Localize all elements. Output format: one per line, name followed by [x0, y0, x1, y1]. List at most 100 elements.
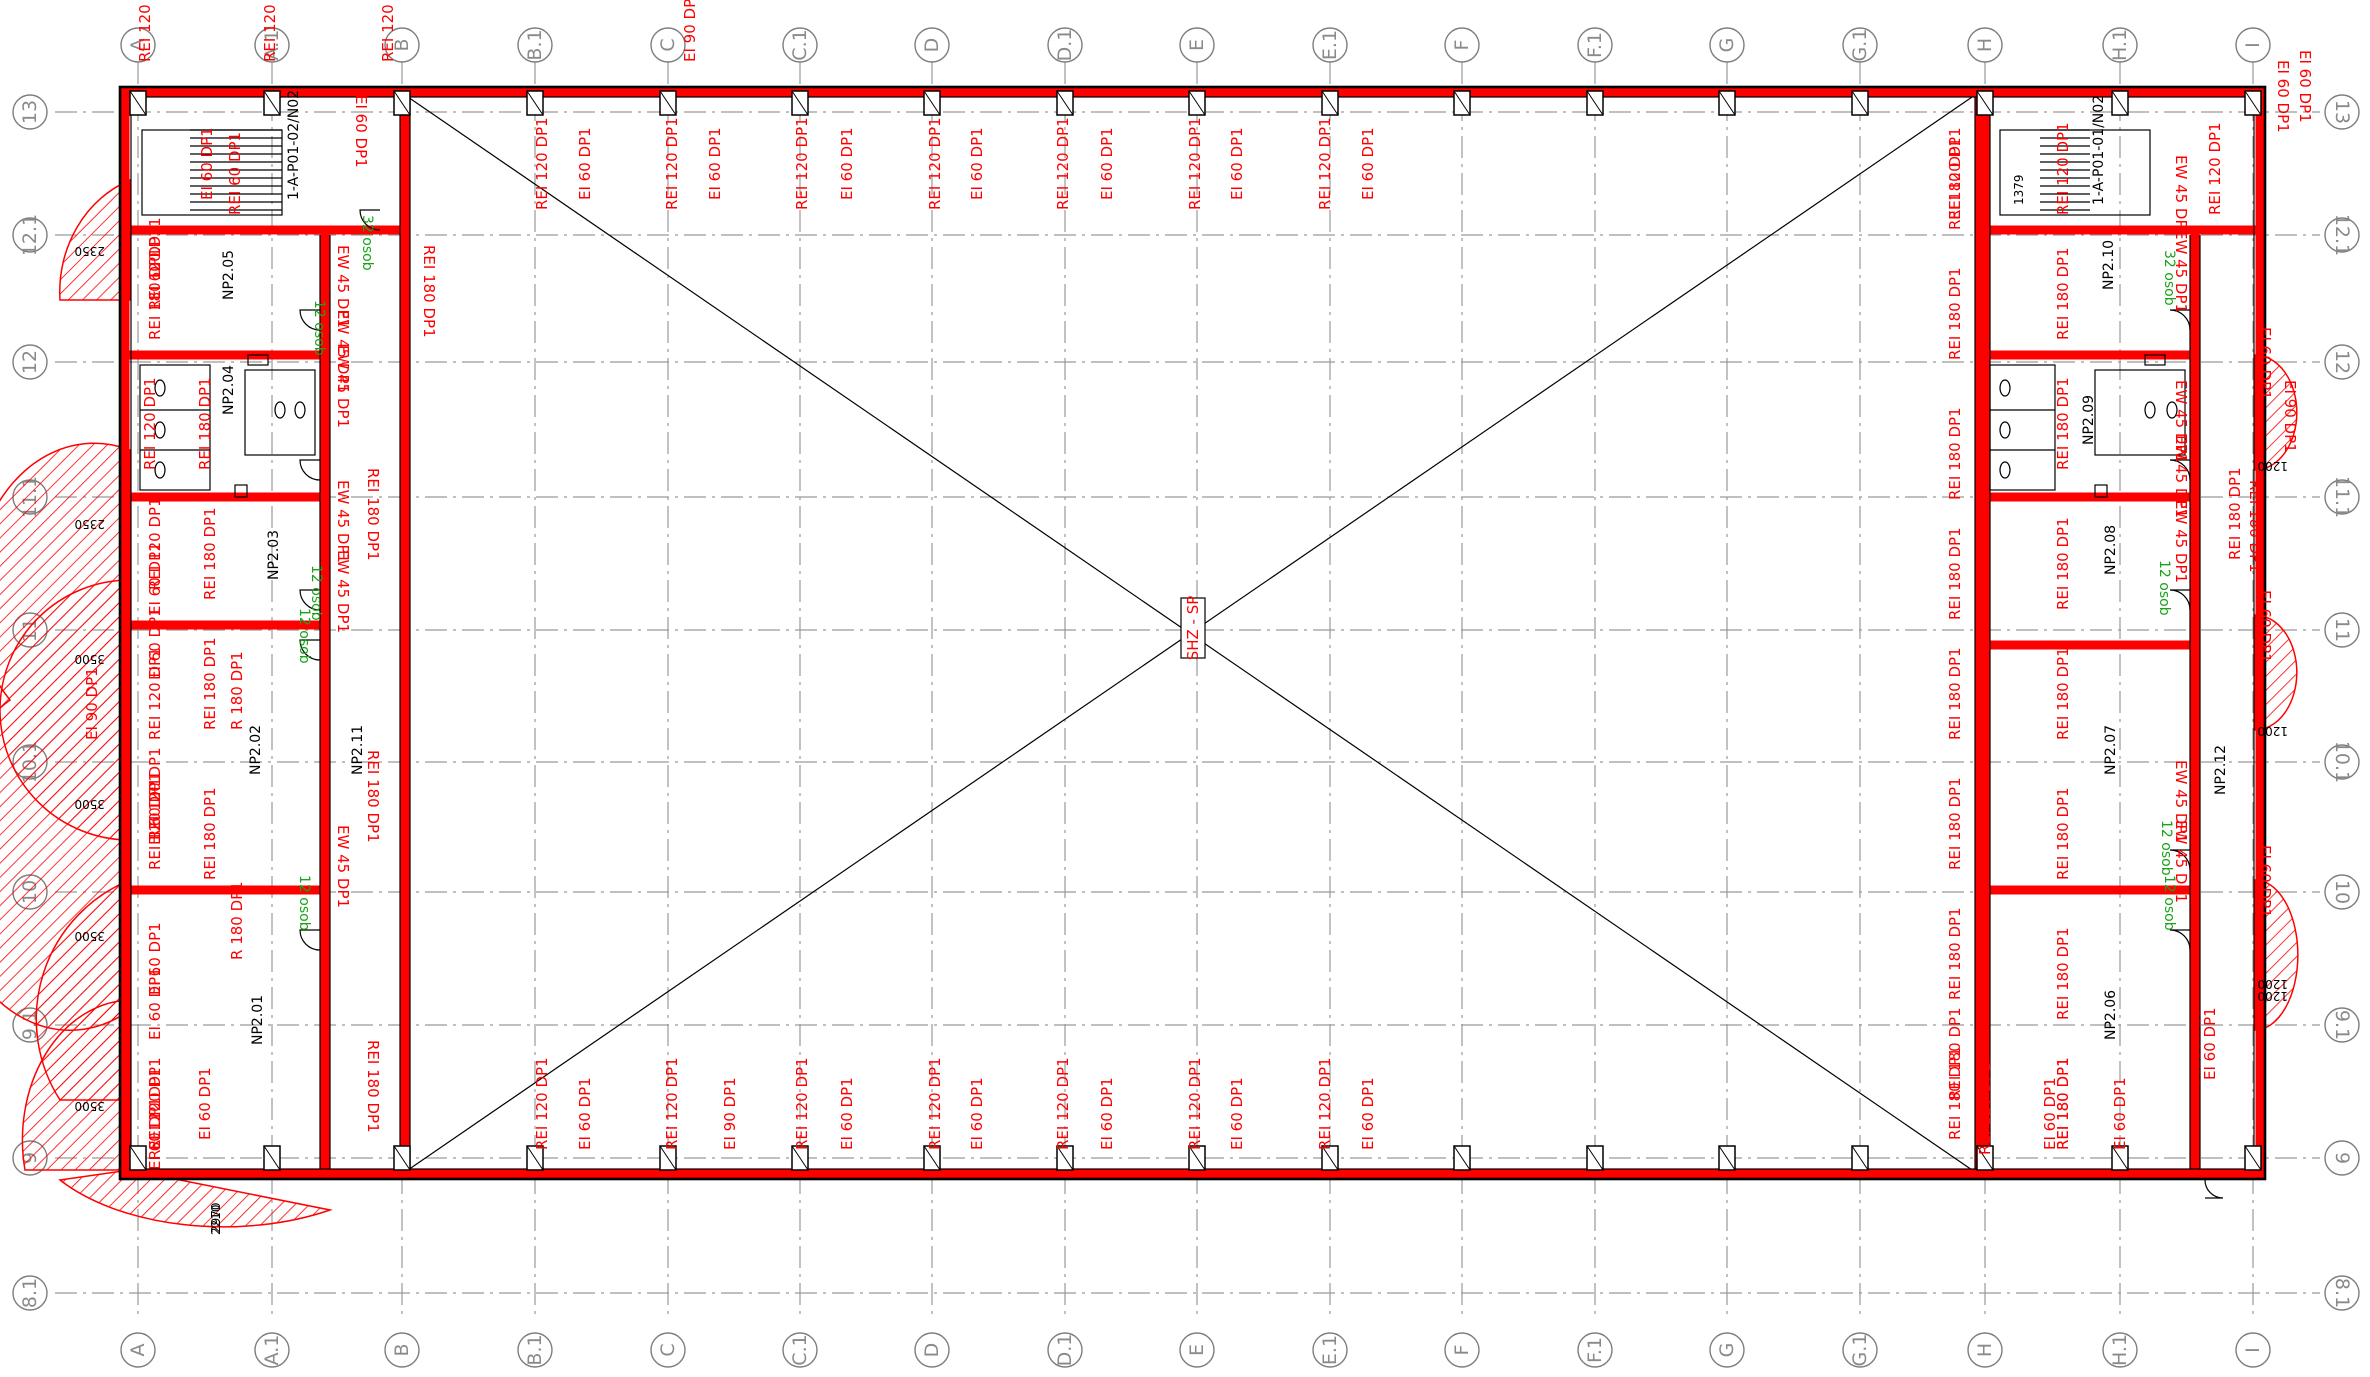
right-corridor-fire-label: EW 45 DP1: [2172, 230, 2190, 313]
hall-label-text: SHZ - SP: [1184, 596, 1202, 661]
grid-bubble-label: E.1: [1319, 30, 1341, 60]
grid-bubble-label: B.1: [524, 1334, 546, 1365]
grid-bubble-label: 12.1: [2331, 214, 2353, 256]
facade-fire-label: EI 60 DP1: [706, 127, 724, 200]
grid-bubble-label: 8.1: [19, 1278, 41, 1308]
grid-bubble: D.1: [1047, 27, 1083, 63]
corridor-fire-label: REI 180 DP1: [364, 750, 382, 843]
grid-bubble-label: 11.1: [2331, 476, 2353, 518]
right-outer-fire-label: EI 60 DP1: [2256, 590, 2274, 663]
column-mark: [791, 90, 809, 116]
left-wing-fire-label: REI 120 DP1: [146, 497, 164, 590]
right-wing-fire-label: REI 180 DP1: [2054, 377, 2072, 470]
right-corridor-fire-label: EW 45 DP1: [2172, 500, 2190, 583]
left-wing-fire-label: EI 90 DP1: [83, 667, 101, 740]
grid-bubble-label: G.1: [1849, 29, 1871, 62]
facade-fire-label: EI 60 DP1: [1098, 127, 1116, 200]
grid-bubble: 10.1: [2324, 741, 2360, 783]
grid-bubble: C.1: [782, 27, 818, 63]
left-wing-fire-label: REI 120 DP1: [146, 777, 164, 870]
occupancy-label: 12 osob: [296, 875, 312, 931]
column-mark: [1851, 1145, 1869, 1171]
right-wing-fire-label: REI 120 DP1: [1946, 127, 1964, 220]
grid-bubble-label: H.1: [2109, 1334, 2131, 1366]
grid-bubble-label: C: [657, 38, 679, 51]
grid-bubble: E: [1179, 27, 1215, 63]
column-mark: [791, 1145, 809, 1171]
grid-bubble-label: H: [1974, 1343, 1996, 1357]
bottom-fire-label: EI 60 DP1: [838, 1077, 856, 1150]
facade-fire-label: REI 120 DP1: [1054, 117, 1072, 210]
right-wing-fire-label: REI 180 DP1: [2054, 517, 2072, 610]
left-wing-fire-label: EI 60 DP1: [198, 127, 216, 200]
room-label: NP2.10: [2101, 240, 2117, 290]
dimension-label: 3500: [74, 1099, 105, 1113]
bottom-fire-label: REI 120 DP1: [663, 1057, 681, 1150]
right-wing-fire-label: EI 60 DP1: [2111, 1077, 2129, 1150]
column-mark: [1851, 90, 1869, 116]
grid-bubble-label: 11: [2331, 618, 2353, 642]
dimension-label: 3500: [74, 797, 105, 811]
grid-bubble-label: 10: [2331, 880, 2353, 904]
top-fire-label: REI 120 DP1: [261, 0, 279, 62]
column-mark: [526, 1145, 544, 1171]
room-label: NP2.03: [266, 530, 282, 580]
right-wing-fire-label: REI 180 DP1: [2054, 247, 2072, 340]
room-label: NP2.08: [2103, 525, 2119, 575]
facade-fire-label: EI 60 DP1: [968, 127, 986, 200]
grid-bubble: B.1: [517, 27, 553, 63]
dimension-label: 2210: [209, 1204, 223, 1235]
corridor-fire-label: EW 45 DP1: [334, 825, 352, 908]
right-wing-fire-label: REI 180 DP1: [2226, 467, 2244, 560]
right-wing-fire-label: REI 180 DP1: [2054, 1057, 2072, 1150]
grid-bubble: F: [1444, 27, 1480, 63]
facade-fire-label: REI 120 DP1: [926, 117, 944, 210]
grid-bubble: I: [2235, 27, 2271, 63]
occupancy-label: 12 osob: [2158, 820, 2174, 876]
facade-fire-label: REI 120 DP1: [663, 117, 681, 210]
grid-bubble-label: H.1: [2109, 29, 2131, 61]
facade-fire-label: EI 60 DP1: [1228, 127, 1246, 200]
column-mark: [393, 90, 411, 116]
right-wing-fire-label: REI 120 DP1: [1976, 1062, 1994, 1155]
grid-bubble-label: F.1: [1584, 1337, 1606, 1363]
grid-bubble-label: 12.1: [19, 214, 41, 256]
left-wing-fire-label: EI 60 DP1: [146, 967, 164, 1040]
grid-bubble: F: [1444, 1332, 1480, 1368]
left-wing-fire-label: REI 120 DP1: [146, 1057, 164, 1150]
facade-fire-label: REI 120 DP1: [793, 117, 811, 210]
corridor-fire-label: EI 60 DP1: [352, 95, 370, 168]
grid-bubble-label: G.1: [1849, 1334, 1871, 1367]
column-mark: [1586, 90, 1604, 116]
grid-bubble: G: [1709, 1332, 1745, 1368]
axis-grid-lines: [55, 62, 2320, 1315]
corridor-fire-label: EW 45 DP1: [334, 245, 352, 328]
occupancy-label: 12 osob: [2156, 560, 2172, 616]
room-label: NP2.07: [2103, 725, 2119, 775]
left-wing-fire-label: EI 60 DP1: [146, 922, 164, 995]
column-mark: [1056, 1145, 1074, 1171]
grid-bubble-label: B: [391, 1343, 413, 1356]
grid-bubble: 10: [2324, 874, 2360, 910]
corridor-fire-label: REI 180 DP1: [364, 1040, 382, 1133]
right-wing-fire-label: REI 180 DP1: [1946, 137, 1964, 230]
column-mark: [1188, 90, 1206, 116]
grid-bubble-label: C: [657, 1343, 679, 1356]
grid-bubble-label: D.1: [1054, 29, 1076, 62]
right-wing-fire-label: EI 60 DP1: [2201, 1007, 2219, 1080]
column-mark: [1453, 90, 1471, 116]
facade-fire-label: REI 120 DP1: [1186, 117, 1204, 210]
column-mark: [263, 1145, 281, 1171]
dimension-label: 2970: [209, 1202, 223, 1233]
top-fire-label: REI 120 DP1: [379, 0, 397, 62]
grid-bubble-label: F.1: [1584, 32, 1606, 58]
grid-bubble-label: D: [921, 1343, 943, 1358]
stair-left: [141, 129, 283, 216]
room-label: NP2.12: [2213, 745, 2229, 795]
occupancy-label: 12 osob: [296, 608, 312, 664]
grid-bubble-label: I: [2242, 1347, 2264, 1353]
column-mark: [659, 1145, 677, 1171]
grid-bubble-label: E: [1186, 1344, 1208, 1356]
grid-bubble: H.1: [2102, 27, 2138, 63]
